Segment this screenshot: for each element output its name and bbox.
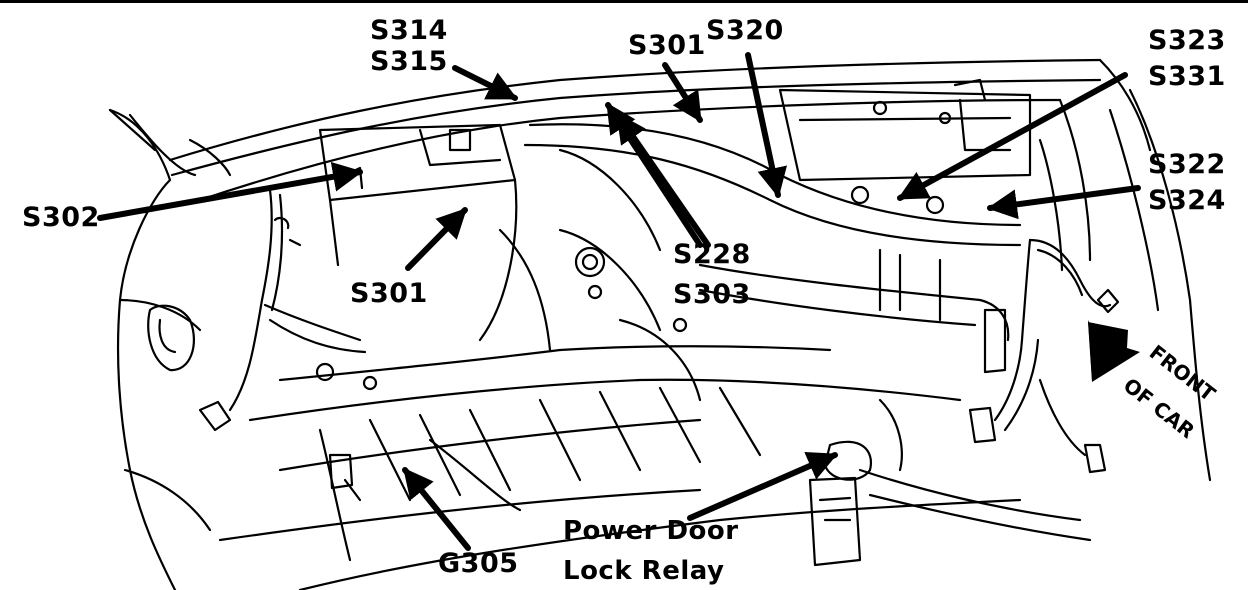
callout-s301-mid: S301 <box>350 278 428 309</box>
callout-s228: S228 <box>673 239 751 270</box>
callout-s301-top: S301 <box>628 30 706 61</box>
callout-relay-line2: Lock Relay <box>563 556 725 586</box>
callout-relay-line1: Power Door <box>563 516 739 546</box>
callout-s315: S315 <box>370 46 448 77</box>
callout-s331: S331 <box>1148 61 1226 92</box>
front-of-car-arrow-icon <box>1088 320 1140 382</box>
callout-s314: S314 <box>370 15 448 46</box>
callout-g305: G305 <box>438 548 519 579</box>
callout-s303: S303 <box>673 279 751 310</box>
callout-s324: S324 <box>1148 185 1226 216</box>
callout-s322: S322 <box>1148 149 1226 180</box>
callout-s320: S320 <box>706 15 784 46</box>
callout-s302: S302 <box>22 202 100 233</box>
callout-s323: S323 <box>1148 25 1226 56</box>
